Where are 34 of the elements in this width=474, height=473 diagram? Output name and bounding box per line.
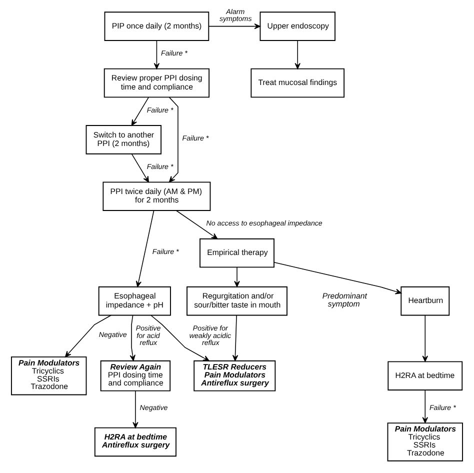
arrow (234, 266, 240, 288)
arrow (136, 210, 154, 288)
node-box: Upper endoscopy (260, 12, 336, 41)
arrow (154, 40, 160, 70)
arrow (168, 96, 178, 182)
node-box: Esophageal impedance + pH (98, 286, 171, 316)
node-box: Treat mucosal findings (250, 68, 345, 98)
arrow (150, 314, 210, 362)
arrow (130, 314, 136, 362)
arrow (131, 97, 149, 126)
node-box: H2RA at bedtime Antireflux surgery (94, 427, 176, 457)
node-box: Pain Modulators Tricyclics SSRIs Trazodone (11, 356, 87, 396)
node-box: Empirical therapy (200, 238, 274, 268)
node-box: Switch to another PPI (2 months) (86, 125, 162, 154)
node-box: Review proper PPI dosing time and compliance (104, 68, 210, 98)
arrow (131, 154, 150, 182)
arrow (274, 262, 402, 294)
node-box: PIP once daily (2 months) (104, 12, 210, 41)
node-box: Heartburn (400, 286, 450, 316)
arrow (208, 23, 260, 30)
node-box: PPI twice daily (AM & PM) for 2 months (102, 182, 211, 211)
arrow (64, 314, 112, 358)
arrow (132, 390, 138, 428)
arrow (176, 210, 218, 240)
arrow (294, 40, 300, 70)
arrow (232, 314, 238, 362)
node-box: Regurgitation and/or sour/bitter taste in mouth (186, 286, 288, 316)
node-box: Pain Modulators Tricyclics SSRIs Trazodone (387, 422, 463, 462)
node-box: Review Again PPI dosing time and compliance (100, 360, 171, 392)
arrow (422, 314, 428, 362)
node-box: H2RA at bedtime (388, 361, 463, 390)
node-box: TLESR Reducers Pain Modulators Antireflux surgery (194, 360, 276, 392)
label: Predominant symptom (322, 292, 367, 309)
arrow (422, 390, 428, 424)
